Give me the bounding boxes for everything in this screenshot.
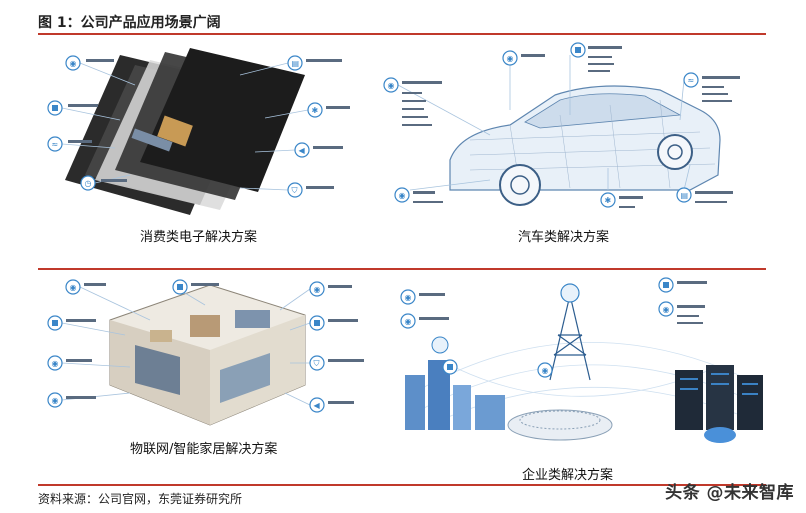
home-node-top xyxy=(172,279,219,306)
isometric-house-image xyxy=(109,284,306,426)
svg-text:✱: ✱ xyxy=(605,196,612,205)
svg-text:◀: ◀ xyxy=(314,401,321,410)
svg-text:◉: ◉ xyxy=(70,283,77,292)
stadium-image xyxy=(507,409,613,441)
home-node-right-3: ⛉ xyxy=(290,355,364,371)
home-node-left-4: ◉ xyxy=(47,392,131,408)
svg-text:◉: ◉ xyxy=(314,285,321,294)
car-node-wifi-left: ◉ xyxy=(383,77,491,136)
caption-enterprise: 企业类解决方案 xyxy=(522,468,614,483)
wireframe-car-image xyxy=(449,85,721,206)
svg-text:◷: ◷ xyxy=(85,179,92,188)
svg-text:✱: ✱ xyxy=(312,106,319,115)
svg-text:⛉: ⛉ xyxy=(292,186,298,195)
car-node-chip-top xyxy=(569,42,622,115)
caption-iot-smart-home: 物联网/智能家居解决方案 xyxy=(130,442,278,457)
phone-node-signal: ≈ xyxy=(47,136,116,152)
automotive-illustration: ◉ ◉ ≈ ▤ ✱ xyxy=(383,42,740,208)
svg-text:◉: ◉ xyxy=(70,59,77,68)
watermark: 头条 @未来智库 xyxy=(665,483,794,503)
figure-title: 图 1：公司产品应用场景广阔 xyxy=(38,15,221,31)
home-node-left-2 xyxy=(47,315,126,336)
home-node-right-4: ◀ xyxy=(284,392,354,413)
home-node-right-1: ◉ xyxy=(279,281,352,311)
phone-node-speaker: ◀ xyxy=(254,142,343,158)
caption-consumer-electronics: 消费类电子解决方案 xyxy=(140,230,258,245)
caption-automotive: 汽车类解决方案 xyxy=(518,230,610,245)
svg-text:◉: ◉ xyxy=(663,305,670,314)
enterprise-node-left-2: ◉ xyxy=(400,313,449,329)
enterprise-node-center-2: ◉ xyxy=(537,362,553,378)
smart-home-illustration: ◉ ◉ ◉ ◉ ⛉ xyxy=(47,279,364,426)
svg-text:◉: ◉ xyxy=(388,81,395,90)
cell-tower-image xyxy=(549,283,591,381)
svg-text:▤: ▤ xyxy=(681,191,689,200)
svg-text:◉: ◉ xyxy=(507,54,514,63)
car-node-document: ▤ xyxy=(676,164,733,203)
home-node-right-2 xyxy=(289,315,358,331)
svg-text:⛉: ⛉ xyxy=(314,359,320,368)
svg-text:◉: ◉ xyxy=(405,317,412,326)
bottom-divider xyxy=(38,484,766,486)
server-rack-image xyxy=(675,365,763,443)
phone-node-document: ▤ xyxy=(239,55,342,76)
svg-text:≈: ≈ xyxy=(688,76,695,85)
top-divider xyxy=(38,33,766,35)
source-note: 资料来源：公司官网，东莞证券研究所 xyxy=(38,492,243,506)
car-node-wifi-top: ◉ xyxy=(502,50,545,110)
svg-text:◉: ◉ xyxy=(405,293,412,302)
svg-text:◉: ◉ xyxy=(399,191,406,200)
svg-text:▤: ▤ xyxy=(292,59,300,68)
home-node-left-1: ◉ xyxy=(65,279,151,321)
phone-node-wifi: ◉ xyxy=(65,55,136,86)
enterprise-node-left-1: ◉ xyxy=(400,289,445,305)
svg-text:≈: ≈ xyxy=(52,140,59,149)
exploded-phone-image xyxy=(65,48,305,215)
svg-text:◉: ◉ xyxy=(542,366,549,375)
city-buildings-image xyxy=(405,336,505,430)
car-node-wifi-bottom-left: ◉ xyxy=(394,179,491,203)
enterprise-illustration: ◉ ◉ ◉ ◉ xyxy=(400,277,763,443)
enterprise-node-right-2: ◉ xyxy=(658,301,705,324)
car-node-gear-bottom: ✱ xyxy=(600,168,643,208)
home-node-left-3: ◉ xyxy=(47,355,131,371)
enterprise-node-right-1 xyxy=(658,277,707,293)
consumer-electronics-illustration: ◉ ≈ ◷ ▤ ✱ ◀ ⛉ xyxy=(47,48,350,215)
car-node-signal-right: ≈ xyxy=(679,72,740,121)
phone-node-shield: ⛉ xyxy=(239,182,334,198)
phone-node-clock: ◷ xyxy=(80,174,131,191)
enterprise-node-center-1 xyxy=(442,359,458,375)
svg-text:◀: ◀ xyxy=(299,146,306,155)
phone-node-bluetooth: ✱ xyxy=(264,102,350,119)
phone-node-chip xyxy=(47,100,121,121)
svg-text:◉: ◉ xyxy=(52,359,59,368)
middle-divider xyxy=(38,268,766,270)
svg-text:◉: ◉ xyxy=(52,396,59,405)
